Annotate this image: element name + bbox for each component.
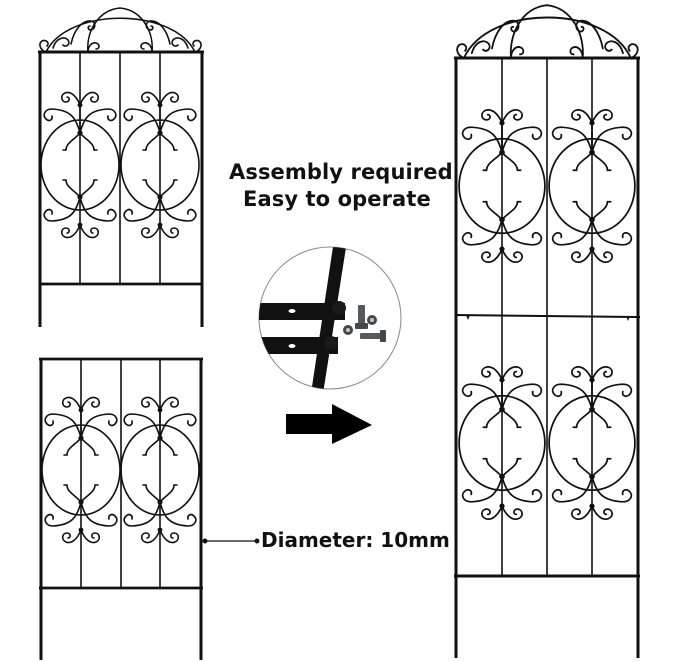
arch-topper [456, 4, 639, 59]
diameter-pointer [202, 538, 260, 544]
loose-hardware [343, 305, 386, 342]
nut-mounted [332, 301, 346, 315]
trellis-assembled [454, 4, 641, 658]
bolt-icon [358, 305, 365, 327]
connector-bar [259, 303, 345, 320]
headline-easy-to-operate: Easy to operate [243, 187, 431, 211]
right-arrow-icon [286, 404, 372, 444]
arch-topper [39, 7, 202, 53]
bolt-icon [360, 333, 385, 339]
panel-frame [38, 50, 204, 327]
connector-bar [259, 337, 338, 354]
connection-detail-callout [258, 246, 402, 390]
joint-bolts [466, 315, 630, 321]
headline-assembly-required: Assembly required [229, 160, 453, 184]
trellis-panel-top-left [38, 7, 204, 327]
panel-frame [39, 357, 203, 660]
trellis-panel-bottom-left [39, 357, 203, 660]
panel-frame [454, 56, 641, 658]
nut-mounted [324, 336, 338, 350]
diameter-label: Diameter: 10mm [261, 528, 450, 552]
